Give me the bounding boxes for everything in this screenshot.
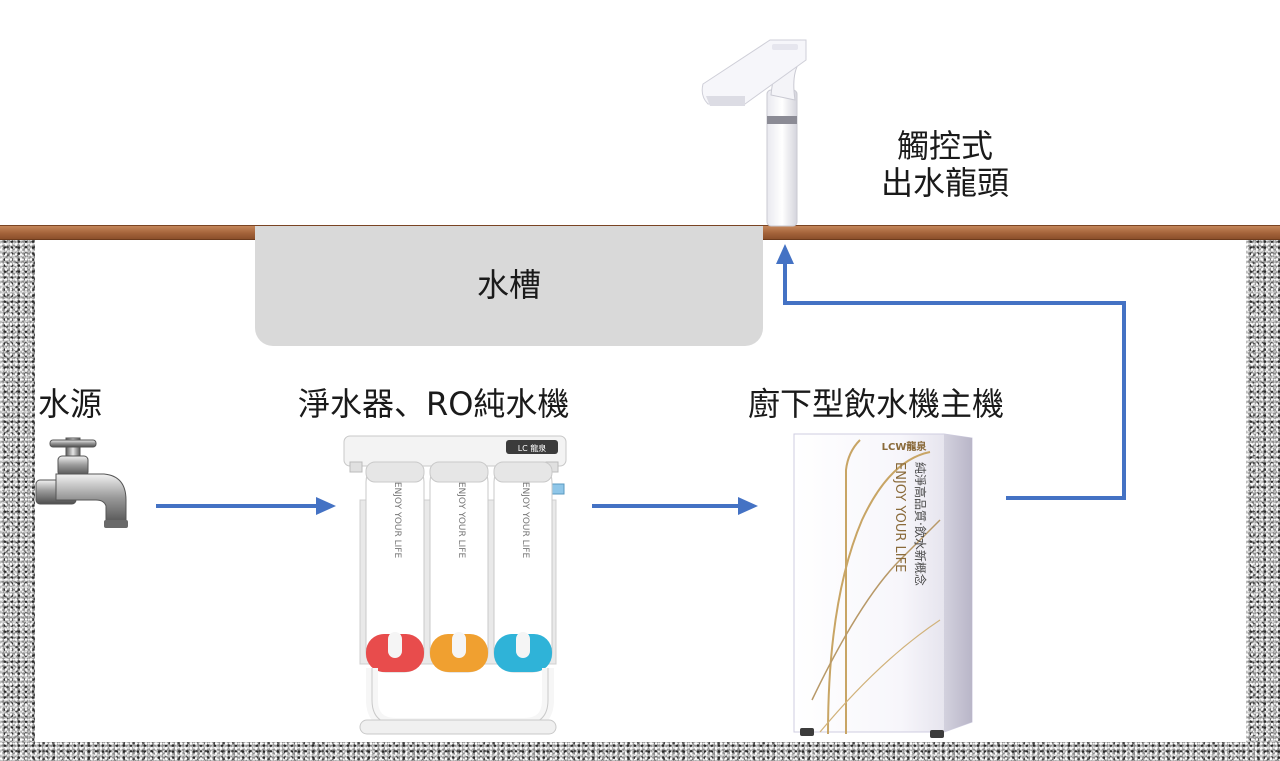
granite-wall-left — [0, 238, 35, 761]
touch-faucet-illustration — [701, 39, 807, 227]
cabinet-slogan: ENJOY YOUR LIFE — [892, 462, 907, 572]
filter-cartridge-red: ENJOY YOUR LIFE — [365, 461, 425, 673]
arrow-main-unit-to-faucet — [776, 244, 1126, 500]
filter-slogan-orange: ENJOY YOUR LIFE — [456, 482, 466, 559]
granite-wall-right — [1246, 238, 1280, 761]
sink-label: 水槽 — [476, 266, 541, 304]
cabinet-tagline: 純淨高品質‧飲水新概念 — [913, 462, 928, 586]
main-unit-label: 廚下型飲水機主機 — [748, 385, 1005, 423]
touch-faucet-label-line1: 觸控式 — [896, 127, 993, 165]
granite-floor — [0, 742, 1280, 761]
ro-purifier-label: 淨水器、RO純水機 — [298, 385, 570, 423]
touch-faucet-label: 觸控式 出水龍頭 — [860, 128, 1030, 202]
touch-faucet-label-line2: 出水龍頭 — [880, 163, 1009, 202]
filter-cartridge-blue: ENJOY YOUR LIFE — [493, 461, 553, 673]
filter-slogan-blue: ENJOY YOUR LIFE — [520, 482, 530, 559]
arrow-source-to-purifier — [156, 497, 336, 515]
sink: 水槽 — [255, 226, 763, 346]
water-source-label: 水源 — [38, 385, 103, 423]
arrow-purifier-to-main-unit — [592, 497, 758, 515]
filter-cartridge-orange: ENJOY YOUR LIFE — [429, 461, 489, 673]
cabinet-brand-text: LCW龍泉 — [882, 440, 928, 453]
water-tap-illustration — [35, 437, 128, 528]
main-unit-illustration: LCW龍泉 ENJOY YOUR LIFE 純淨高品質‧飲水新概念 — [793, 433, 973, 738]
filter-slogan-red: ENJOY YOUR LIFE — [392, 482, 402, 559]
flow-arrows — [156, 244, 1126, 515]
ro-purifier-illustration: LC 龍泉 ENJOY YOUR LIFE ENJOY YOUR LIFE EN… — [343, 435, 567, 735]
filter-brand-text: LC 龍泉 — [518, 443, 547, 453]
